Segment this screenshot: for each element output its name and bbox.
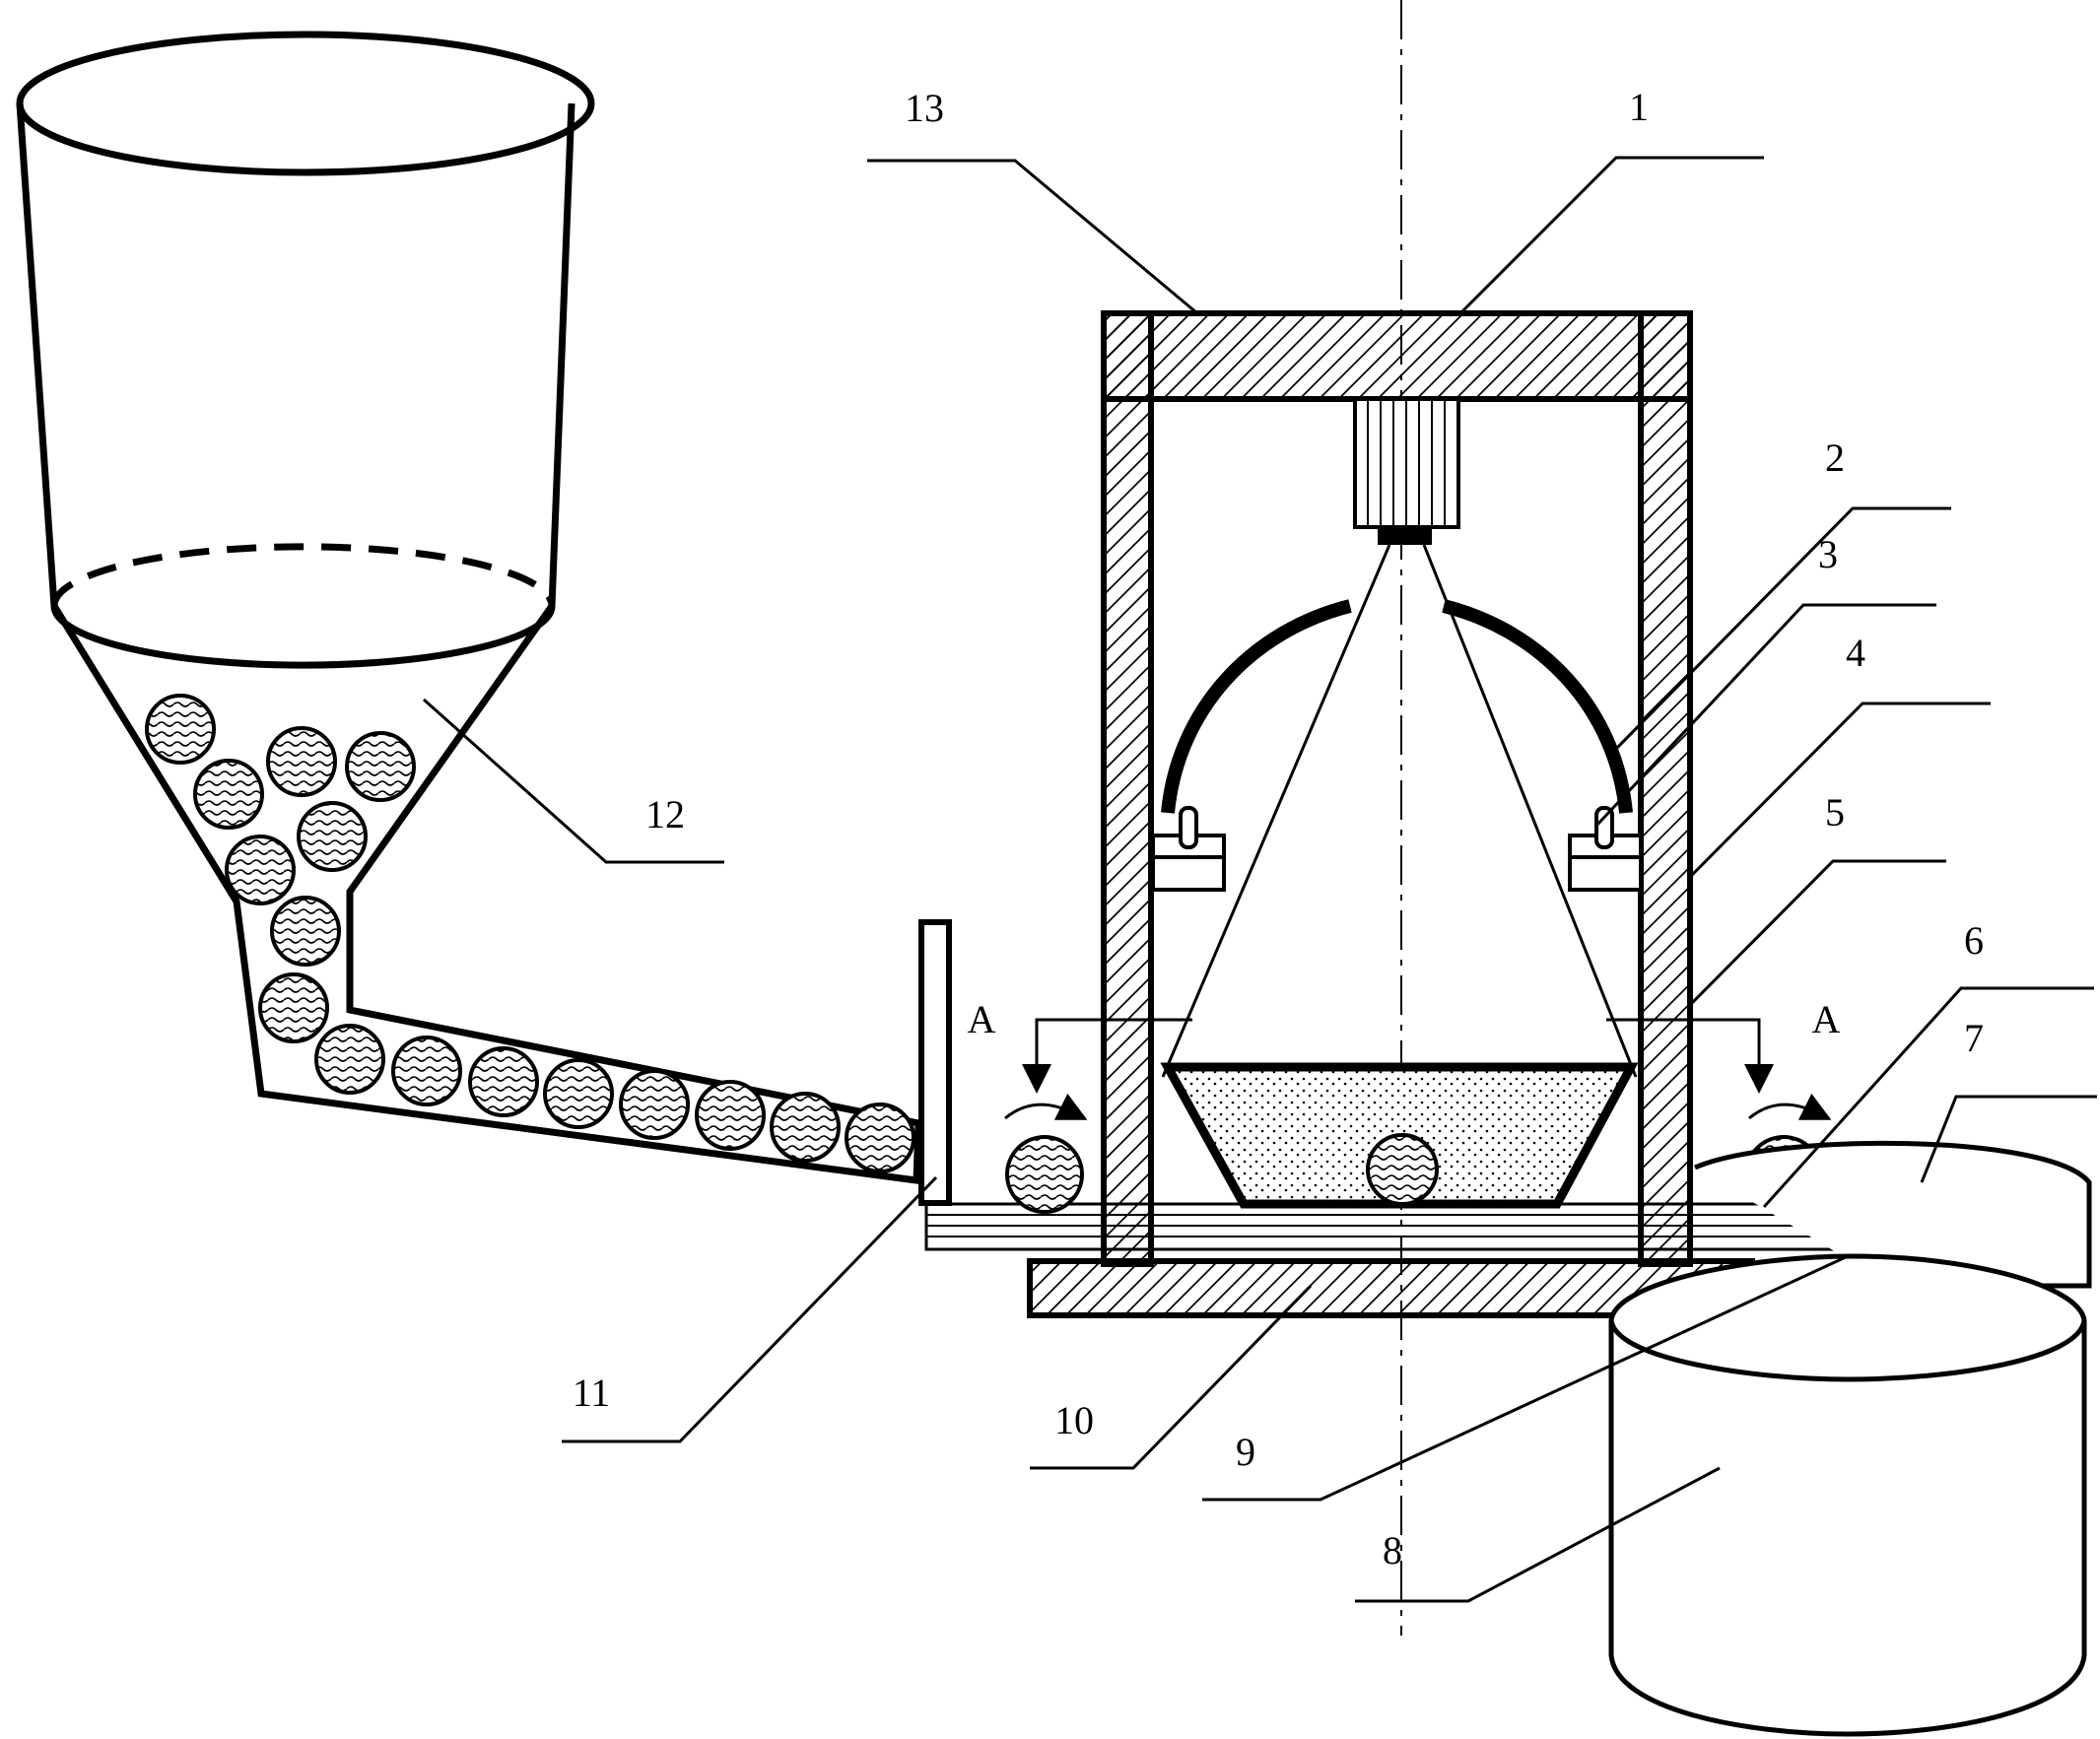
light-source-right: [1570, 808, 1641, 890]
hopper-mid-rim-front: [54, 606, 552, 665]
tray-ball: [1368, 1135, 1437, 1204]
gate-plate: [921, 922, 949, 1203]
callout-8: 8: [1383, 1528, 1402, 1572]
light-arcs: [1168, 606, 1626, 813]
top-plate: [1104, 313, 1690, 399]
conveyor-strip: [926, 1204, 1853, 1249]
material-balls: [147, 696, 914, 1171]
callout-5: 5: [1825, 790, 1845, 835]
field-of-view: [1163, 545, 1636, 1077]
callout-10: 10: [1054, 1398, 1094, 1442]
callout-2: 2: [1825, 435, 1845, 480]
section-marker-right: A: [1812, 997, 1841, 1041]
callout-1: 1: [1629, 85, 1649, 129]
hopper-top-rim: [20, 34, 591, 172]
camera: [1355, 399, 1458, 545]
callout-9: 9: [1236, 1430, 1255, 1474]
callout-7: 7: [1964, 1016, 1984, 1060]
feed-hopper: [20, 34, 918, 1180]
section-marker-left: A: [968, 997, 996, 1041]
left-wall: [1104, 313, 1151, 1264]
light-source-left: [1153, 808, 1224, 890]
callout-4: 4: [1846, 631, 1865, 675]
right-wall: [1641, 313, 1690, 1264]
hopper-mid-rim-back: [54, 547, 552, 606]
callout-11: 11: [573, 1371, 611, 1415]
callout-13: 13: [905, 86, 944, 130]
callout-12: 12: [645, 792, 685, 836]
callout-6: 6: [1964, 918, 1984, 963]
roller-left: [1007, 1137, 1082, 1212]
callout-3: 3: [1818, 532, 1838, 576]
